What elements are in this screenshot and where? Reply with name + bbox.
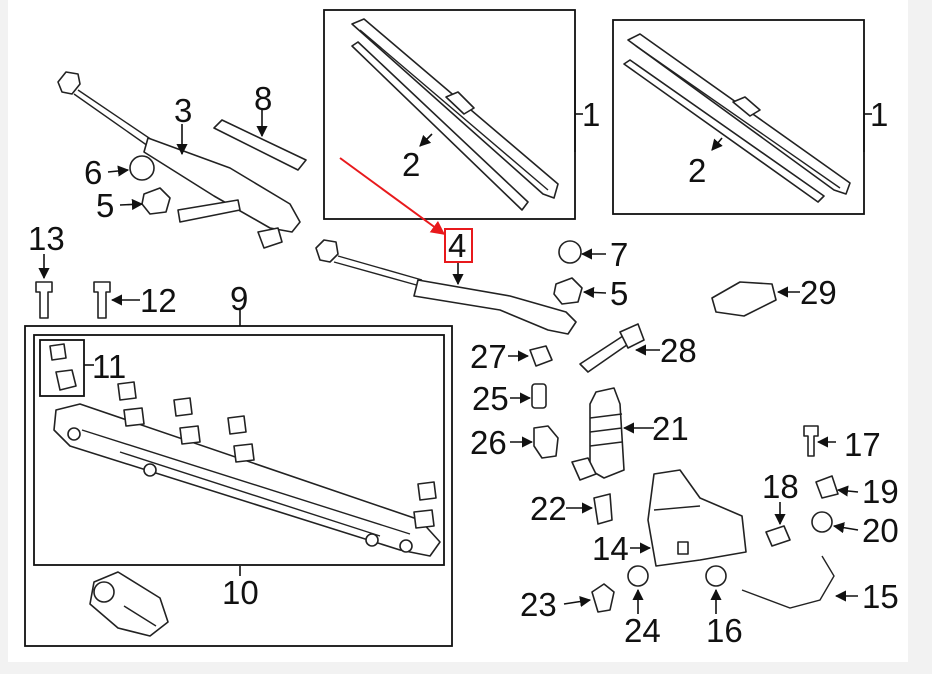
callout-21: 21 [652, 410, 689, 447]
part-12-bolt [93, 281, 111, 319]
callout-13: 13 [28, 220, 65, 257]
wiper-blade-group-2 [612, 19, 872, 215]
linkage-box [24, 325, 453, 647]
part-23-sensor [591, 583, 615, 613]
callout-8: 8 [254, 80, 272, 117]
callout-28: 28 [660, 332, 697, 369]
part-7-cap [558, 240, 582, 264]
part-8-insert [213, 119, 307, 171]
part-28-tip [619, 323, 645, 349]
part-17-screw [803, 425, 819, 457]
highlight-box [444, 228, 473, 263]
callout-2-right: 2 [688, 152, 706, 189]
callout-24: 24 [624, 612, 661, 649]
wiper-motor [89, 571, 169, 637]
part-6-cap [129, 155, 155, 181]
callout-9: 9 [230, 280, 248, 317]
callout-16: 16 [706, 612, 743, 649]
part-26-connector [533, 425, 559, 459]
part-24-grommet [627, 565, 649, 587]
callout-23: 23 [520, 586, 557, 623]
callout-6: 6 [84, 154, 102, 191]
leader-lines [38, 110, 859, 614]
callout-22: 22 [530, 490, 567, 527]
wiper-blade-group-1 [323, 9, 583, 220]
part-21-pump [571, 387, 625, 481]
callout-17: 17 [844, 426, 881, 463]
highlight-arrow [339, 157, 446, 235]
wiper-arm-center [315, 239, 577, 335]
callout-12: 12 [140, 282, 177, 319]
callout-15: 15 [862, 578, 899, 615]
part-15-hose [741, 555, 835, 609]
callout-25: 25 [472, 380, 509, 417]
part-20-grommet [811, 511, 833, 533]
callout-4: 4 [448, 227, 466, 264]
callout-18: 18 [762, 468, 799, 505]
callout-2-left: 2 [402, 146, 420, 183]
part-13-bolt [35, 281, 53, 319]
callout-5-right: 5 [610, 275, 628, 312]
part-25-cap [531, 383, 547, 409]
callout-1-left: 1 [582, 96, 600, 133]
callout-5-left: 5 [96, 187, 114, 224]
callout-10: 10 [222, 574, 259, 611]
callout-labels: 1 1 2 2 3 4 5 5 6 7 8 9 10 11 12 13 14 1… [28, 80, 899, 649]
part-29-sensor [711, 281, 777, 317]
callout-14: 14 [592, 530, 629, 567]
part-27-clip [529, 345, 553, 367]
part-22-grommet [593, 493, 613, 525]
callout-7: 7 [610, 236, 628, 273]
callout-27: 27 [470, 338, 507, 375]
part-18-clip [765, 525, 791, 547]
callout-11: 11 [92, 348, 126, 385]
callout-29: 29 [800, 274, 837, 311]
part-5-nut-right [553, 277, 583, 305]
callout-1-right: 1 [870, 96, 888, 133]
callout-26: 26 [470, 424, 507, 461]
wiper-arm-left [57, 71, 301, 249]
callout-19: 19 [862, 473, 899, 510]
part-16-grommet [705, 565, 727, 587]
part-14-reservoir [647, 469, 747, 567]
callout-3: 3 [174, 92, 192, 129]
callout-20: 20 [862, 512, 899, 549]
